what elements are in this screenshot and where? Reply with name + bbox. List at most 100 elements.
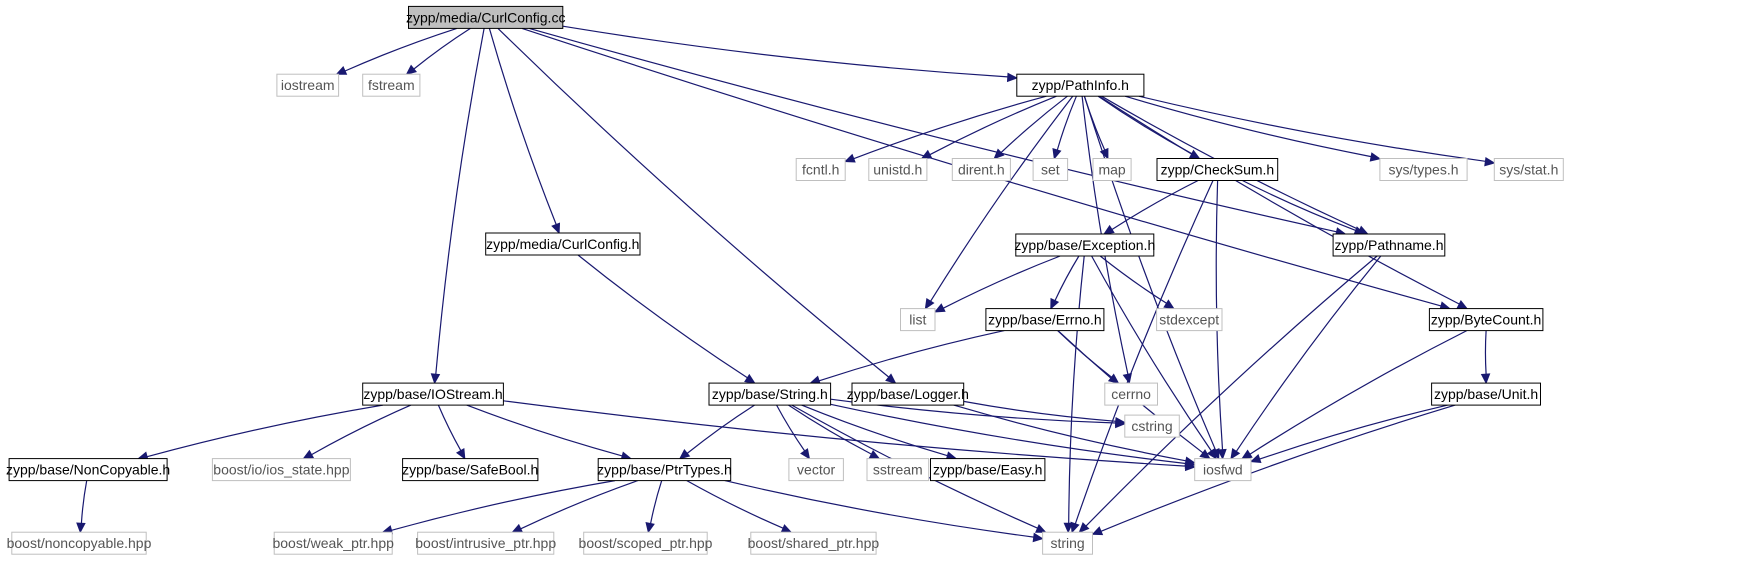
node-list: list (900, 308, 936, 332)
arrowhead-stringh-to-vector (800, 448, 811, 460)
node-weakptr: boost/weak_ptr.hpp (272, 531, 394, 555)
node-box-errno (985, 308, 1105, 332)
edge-stringh-to-iosfwd (830, 403, 1186, 465)
edge-exception-to-list (943, 255, 1061, 309)
edge-logger-to-cstring (963, 400, 1116, 422)
node-set: set (1032, 158, 1069, 181)
edge-iostreamh-to-safebool (437, 404, 462, 451)
node-logger[interactable]: zypp/base/Logger.h (847, 382, 969, 406)
node-shared: boost/shared_ptr.hpp (748, 531, 879, 555)
node-boostnc: boost/noncopyable.hpp (7, 531, 152, 555)
node-easy[interactable]: zypp/base/Easy.h (930, 458, 1046, 482)
node-systypes: sys/types.h (1379, 158, 1468, 181)
arrowhead-root-to-fstream (405, 64, 417, 75)
arrowhead-stringh-to-cstring (1115, 418, 1127, 429)
node-fcntl: fcntl.h (795, 158, 846, 181)
node-checksum[interactable]: zypp/CheckSum.h (1156, 158, 1279, 181)
arrowhead-exception-to-stdexcept (1163, 299, 1175, 310)
node-box-root (408, 5, 564, 29)
node-box-intrusive (417, 531, 555, 555)
arrowhead-bytecount-to-unit (1480, 373, 1491, 385)
edge-bytecount-to-iosfwd (1249, 330, 1468, 455)
arrowhead-root-to-pathinfo (1006, 72, 1019, 83)
arrowhead-iostreamh-to-safebool (455, 447, 466, 460)
node-label-logger: zypp/base/Logger.h (847, 386, 969, 402)
edge-checksum-to-exception (1111, 179, 1199, 231)
node-box-cerrno (1104, 382, 1159, 406)
node-box-shared (750, 531, 877, 555)
node-box-scoped (583, 531, 708, 555)
edge-layer (76, 25, 1496, 543)
edge-pathinfo-to-list (930, 95, 1074, 302)
node-box-fcntl (795, 158, 846, 181)
node-label-vector: vector (797, 462, 835, 478)
arrowhead-pathname-to-iosfwd (1230, 448, 1241, 460)
node-iosfwd: iosfwd (1194, 458, 1252, 482)
node-iostreamh[interactable]: zypp/base/IOStream.h (362, 382, 504, 406)
node-root[interactable]: zypp/media/CurlConfig.cc (406, 5, 566, 29)
edge-exception-to-iosfwd (1091, 255, 1212, 452)
node-box-sysstat (1493, 158, 1564, 181)
edge-iostreamh-to-iosstate (311, 404, 412, 456)
edge-ptrtypes-to-intrusive (520, 480, 638, 530)
edge-pathinfo-to-bytecount (1098, 95, 1460, 305)
node-label-unit: zypp/base/Unit.h (1434, 386, 1538, 402)
node-label-systypes: sys/types.h (1388, 162, 1458, 178)
node-safebool[interactable]: zypp/base/SafeBool.h (402, 458, 539, 482)
node-label-iostreamh: zypp/base/IOStream.h (363, 386, 502, 402)
node-box-logger (851, 382, 965, 406)
node-label-sysstat: sys/stat.h (1499, 162, 1558, 178)
arrowhead-pathinfo-to-list (924, 297, 935, 310)
node-errno[interactable]: zypp/base/Errno.h (985, 308, 1105, 332)
node-curlconfigh[interactable]: zypp/media/CurlConfig.h (485, 232, 641, 256)
edge-stringh-to-vector (776, 404, 806, 452)
node-box-string (1042, 531, 1093, 555)
node-dirent: dirent.h (951, 158, 1011, 181)
node-label-map: map (1098, 162, 1125, 178)
node-box-checksum (1156, 158, 1279, 181)
arrowhead-stringh-to-ptrtypes (678, 448, 691, 460)
edge-pathinfo-to-sysstat (1138, 95, 1486, 162)
node-pathname[interactable]: zypp/Pathname.h (1332, 233, 1446, 257)
arrowhead-checksum-to-exception (1103, 224, 1115, 235)
node-bytecount[interactable]: zypp/ByteCount.h (1428, 308, 1544, 332)
node-box-cstring (1124, 414, 1180, 438)
arrowhead-pathinfo-to-bytecount (1456, 299, 1469, 310)
edge-checksum-to-pathname (1242, 179, 1356, 231)
arrowhead-pathname-to-string (1078, 522, 1090, 534)
node-box-vector (788, 458, 844, 482)
node-box-exception (1015, 233, 1155, 257)
node-label-pathname: zypp/Pathname.h (1335, 237, 1444, 253)
node-noncopyable[interactable]: zypp/base/NonCopyable.h (6, 458, 170, 482)
edge-errno-to-stringh (818, 330, 1005, 382)
node-map: map (1092, 158, 1132, 181)
node-unistd: unistd.h (868, 158, 928, 181)
edge-pathinfo-to-fcntl (853, 95, 1047, 160)
node-label-iosfwd: iosfwd (1203, 462, 1243, 478)
node-label-intrusive: boost/intrusive_ptr.hpp (415, 535, 556, 551)
node-sstream: sstream (866, 458, 930, 482)
arrowhead-checksum-to-iosfwd (1217, 448, 1227, 460)
node-stringh[interactable]: zypp/base/String.h (708, 382, 832, 406)
arrowhead-exception-to-iosfwd (1206, 448, 1217, 460)
node-label-stringh: zypp/base/String.h (712, 386, 828, 402)
node-box-bytecount (1428, 308, 1544, 332)
node-unit[interactable]: zypp/base/Unit.h (1431, 382, 1541, 406)
arrowhead-pathinfo-to-sysstat (1484, 156, 1496, 167)
node-label-pathinfo: zypp/PathInfo.h (1032, 77, 1129, 93)
edge-curlconfigh-to-stringh (577, 254, 748, 379)
node-label-fstream: fstream (368, 77, 415, 93)
node-pathinfo[interactable]: zypp/PathInfo.h (1016, 73, 1145, 97)
node-ptrtypes[interactable]: zypp/base/PtrTypes.h (597, 458, 732, 482)
arrowhead-root-to-iostreamh (430, 373, 441, 385)
arrowhead-errno-to-iosfwd (1199, 449, 1211, 460)
node-label-stdexcept: stdexcept (1159, 312, 1219, 328)
edge-ptrtypes-to-string (724, 480, 1034, 538)
node-cstring: cstring (1124, 414, 1180, 438)
node-box-easy (930, 458, 1046, 482)
node-label-string: string (1050, 535, 1084, 551)
node-exception[interactable]: zypp/base/Exception.h (1014, 233, 1155, 257)
node-box-systypes (1379, 158, 1468, 181)
